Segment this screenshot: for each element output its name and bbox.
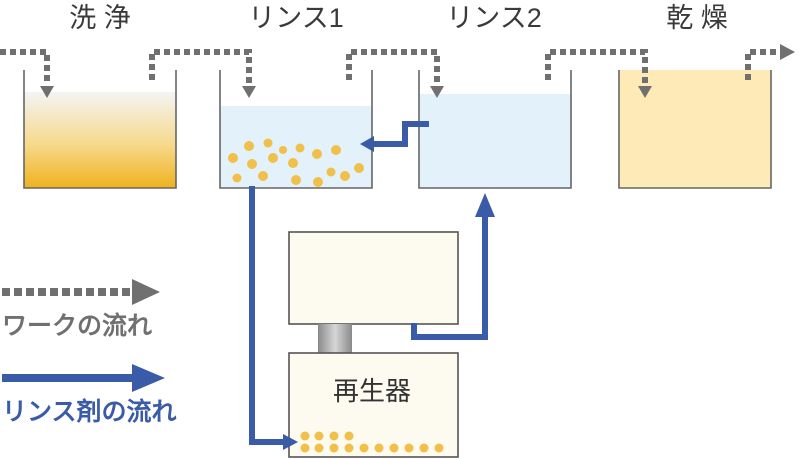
regenerator: 再生器 xyxy=(288,231,459,458)
legend: ワークの流れ リンス剤の流れ xyxy=(2,279,177,426)
work-arrow-head-rinse2 xyxy=(430,86,444,98)
regenerator-particles xyxy=(300,431,444,453)
rinse-flow-rinse2-to-rinse1 xyxy=(372,121,429,147)
rinse-flow-regenerator-to-rinse2 xyxy=(411,215,488,340)
wash-tank-outline xyxy=(23,70,177,189)
rinse2-tank xyxy=(418,70,572,189)
regenerator-label: 再生器 xyxy=(333,376,411,406)
work-arrow-head-wash xyxy=(40,86,54,98)
legend-rinse-arrowhead xyxy=(132,364,165,392)
stage-label-rinse1: リンス1 xyxy=(248,3,343,33)
regenerator-upper xyxy=(288,231,459,325)
work-flow-path xyxy=(0,49,782,85)
stage-label-dry: 乾 燥 xyxy=(666,3,728,33)
rinse-arrow-head-rinse1 xyxy=(360,136,374,152)
work-flow-arrowheads xyxy=(40,44,795,98)
legend-work-arrowhead xyxy=(132,279,160,305)
stage-label-wash: 洗 浄 xyxy=(69,3,131,33)
rinse2-tank-outline xyxy=(418,70,572,189)
work-arrow-head-rinse1 xyxy=(242,86,256,98)
rinse2-liquid xyxy=(419,94,571,188)
rinse1-particles xyxy=(228,138,364,187)
work-arrow-head-dry xyxy=(638,86,652,98)
rinse-flow-arrowheads xyxy=(283,136,495,450)
regenerator-neck xyxy=(318,324,352,353)
rinse-arrow-head-rinse2 xyxy=(475,193,495,217)
wash-liquid xyxy=(24,92,176,188)
rinse-flow-rinse1-to-regenerator xyxy=(249,186,285,445)
dry-tank-outline xyxy=(618,70,772,189)
legend-rinse-label: リンス剤の流れ xyxy=(2,397,177,426)
rinse-arrow-head-regenerator xyxy=(283,434,298,450)
rinse-flow-path xyxy=(249,121,488,445)
rinse1-tank xyxy=(219,70,373,189)
wash-tank xyxy=(23,70,177,189)
stage-label-rinse2: リンス2 xyxy=(446,3,541,33)
rinse1-tank-outline xyxy=(219,70,373,189)
legend-work-label: ワークの流れ xyxy=(2,312,152,340)
work-arrow-head-exit xyxy=(780,44,795,60)
